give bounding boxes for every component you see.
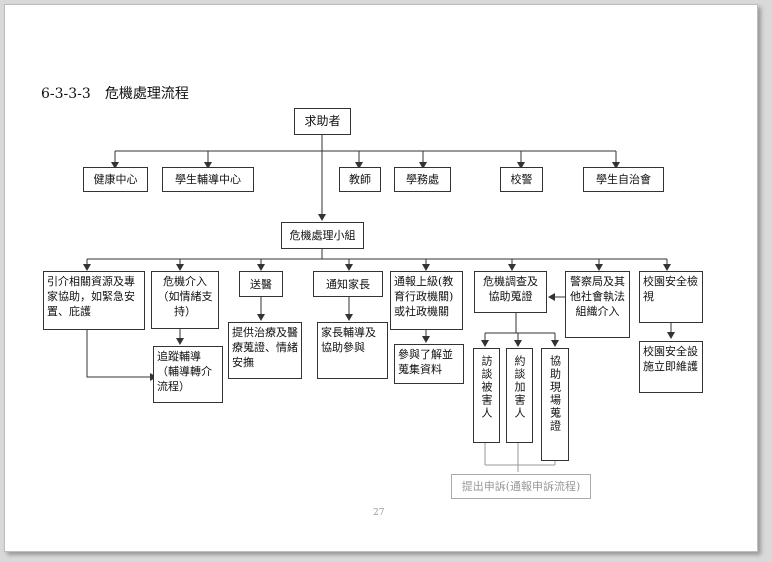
arrowhead xyxy=(612,162,620,169)
arrowhead xyxy=(517,162,525,169)
page-number: 27 xyxy=(373,508,385,518)
arrowhead xyxy=(595,264,603,271)
node-appeal: 提出申訴(通報申訴流程) xyxy=(451,474,591,499)
arrowhead xyxy=(176,264,184,271)
node-counseling-center: 學生輔導中心 xyxy=(162,167,254,192)
arrowhead xyxy=(667,332,675,339)
node-campus-police: 校警 xyxy=(500,167,543,192)
node-scene-evidence: 協助現場蒐證 xyxy=(541,348,569,461)
node-treatment: 提供治療及醫療蒐證、情緒安撫 xyxy=(228,322,302,379)
document-page: 6-3-3-3 危機處理流程 xyxy=(4,4,758,552)
node-parent-counsel: 家長輔導及協助參與 xyxy=(317,322,388,379)
connector-line xyxy=(86,330,153,378)
arrowhead xyxy=(422,264,430,271)
node-safety-check: 校園安全檢視 xyxy=(639,271,703,323)
node-interview-perpetrator: 約談加害人 xyxy=(506,348,533,443)
arrowhead xyxy=(355,162,363,169)
flowchart-connectors xyxy=(83,135,675,472)
node-student-council: 學生自治會 xyxy=(583,167,664,192)
arrowhead xyxy=(257,264,265,271)
arrowhead xyxy=(204,162,212,169)
node-safety-facility: 校園安全設施立即維護 xyxy=(639,341,703,393)
arrowhead xyxy=(481,340,489,347)
node-investigation: 危機調查及協助蒐證 xyxy=(474,271,547,313)
arrowhead xyxy=(111,162,119,169)
node-seeker: 求助者 xyxy=(294,108,351,135)
arrowhead xyxy=(548,293,555,301)
arrowhead xyxy=(514,340,522,347)
node-report: 通報上級(教育行政機關)或社政機關 xyxy=(390,271,463,330)
arrowhead xyxy=(551,340,559,347)
node-interview-victim: 訪談被害人 xyxy=(473,348,500,443)
node-crisis-team: 危機處理小組 xyxy=(281,222,364,249)
node-notify-parents: 通知家長 xyxy=(313,271,383,297)
arrowhead xyxy=(345,264,353,271)
arrowhead xyxy=(422,336,430,343)
node-intervention: 危機介入（如情緒支持） xyxy=(151,271,219,329)
arrowhead xyxy=(508,264,516,271)
section-number: 6-3-3-3 xyxy=(41,86,91,102)
section-title: 危機處理流程 xyxy=(104,86,189,102)
node-police-agencies: 警察局及其他社會執法組織介入 xyxy=(565,271,630,338)
node-referral: 引介相關資源及專家協助，如緊急安置、庇護 xyxy=(43,271,145,330)
arrowhead xyxy=(83,264,91,271)
arrowhead xyxy=(345,314,353,321)
arrowhead xyxy=(257,314,265,321)
node-academic-affairs: 學務處 xyxy=(394,167,451,192)
page-title: 6-3-3-3 危機處理流程 xyxy=(41,83,189,103)
arrowhead xyxy=(419,162,427,169)
node-evidence: 參與了解並蒐集資料 xyxy=(394,344,464,384)
node-health-center: 健康中心 xyxy=(83,167,148,192)
arrowhead xyxy=(318,214,326,221)
node-teacher: 教師 xyxy=(339,167,381,192)
arrowhead xyxy=(176,338,184,345)
node-followup: 追蹤輔導（輔導轉介流程） xyxy=(153,346,223,403)
node-hospital: 送醫 xyxy=(239,271,283,297)
arrowhead xyxy=(663,264,671,271)
